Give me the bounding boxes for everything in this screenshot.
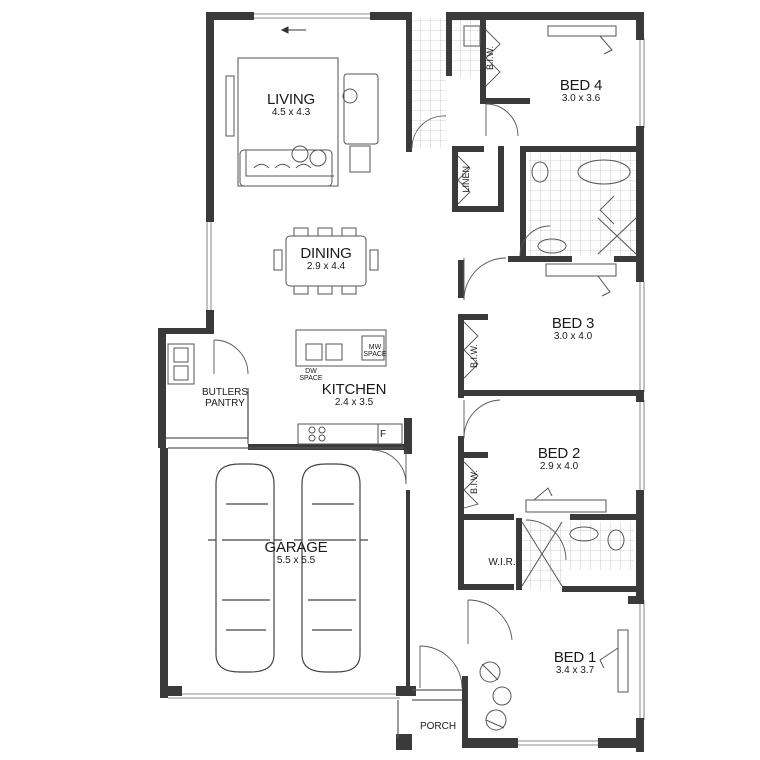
- room-butlers-pantry: BUTLERS PANTRY: [192, 387, 258, 409]
- room-kitchen-dims: 2.4 x 3.5: [334, 396, 374, 408]
- mw-line2: SPACE: [363, 351, 387, 359]
- room-bed2-name: BED 2: [537, 445, 581, 462]
- bath-fixtures: [463, 25, 637, 587]
- room-bed4-name: BED 4: [559, 77, 603, 94]
- room-living-dims: 4.5 x 4.3: [271, 106, 311, 118]
- room-bed1-dims: 3.4 x 3.7: [555, 664, 595, 676]
- room-garage-name: GARAGE: [264, 539, 328, 556]
- room-kitchen-name: KITCHEN: [321, 381, 387, 398]
- dw-space-label: DW SPACE: [296, 368, 326, 383]
- wir-label: W.I.R.: [488, 557, 516, 568]
- butlers-pantry-line2: PANTRY: [205, 397, 245, 409]
- room-kitchen: KITCHEN 2.4 x 3.5: [312, 382, 396, 408]
- room-living: LIVING 4.5 x 4.3: [256, 92, 326, 118]
- sliding-door-arrow-icon: [280, 26, 306, 34]
- dining-table-icon: [273, 227, 379, 295]
- car-icons: [208, 463, 368, 673]
- linen-label: LINEN: [461, 166, 471, 193]
- room-porch: PORCH: [412, 721, 464, 733]
- room-bed4: BED 4 3.0 x 3.6: [548, 78, 614, 104]
- bed-icons: [479, 25, 629, 731]
- room-bed3-name: BED 3: [551, 315, 595, 332]
- walls: [158, 12, 644, 752]
- room-bed1-name: BED 1: [553, 649, 597, 666]
- partitions: [166, 388, 462, 738]
- biw-label-bed3: B.I.W.: [469, 344, 479, 369]
- room-dining-dims: 2.9 x 4.4: [306, 260, 346, 272]
- butlers-pantry-line1: BUTLERS: [201, 387, 249, 398]
- windows: [168, 13, 645, 746]
- room-bed2: BED 2 2.9 x 4.0: [526, 446, 592, 472]
- dw-line2: SPACE: [299, 375, 323, 383]
- room-bed4-dims: 3.0 x 3.6: [561, 92, 601, 104]
- kitchen-benches: [167, 329, 403, 445]
- porch-name: PORCH: [419, 721, 457, 732]
- room-bed3-dims: 3.0 x 4.0: [553, 330, 593, 342]
- sofa-icon: [225, 57, 379, 187]
- mw-space-label: MW SPACE: [360, 344, 390, 359]
- room-bed3: BED 3 3.0 x 4.0: [540, 316, 606, 342]
- biw-label-bed2: B.I.W.: [469, 470, 479, 495]
- room-dining: DINING 2.9 x 4.4: [288, 246, 364, 272]
- doors: [213, 29, 615, 689]
- room-bed1: BED 1 3.4 x 3.7: [542, 650, 608, 676]
- fridge-label: F: [379, 429, 387, 440]
- dw-line1: DW: [305, 368, 317, 375]
- room-garage-dims: 5.5 x 5.5: [276, 554, 316, 566]
- room-bed2-dims: 2.9 x 4.0: [539, 460, 579, 472]
- mw-line1: MW: [368, 344, 382, 351]
- room-living-name: LIVING: [267, 91, 315, 108]
- biw-label-bed4: B.I.W.: [485, 46, 495, 71]
- room-garage: GARAGE 5.5 x 5.5: [258, 540, 334, 566]
- room-dining-name: DINING: [300, 245, 352, 262]
